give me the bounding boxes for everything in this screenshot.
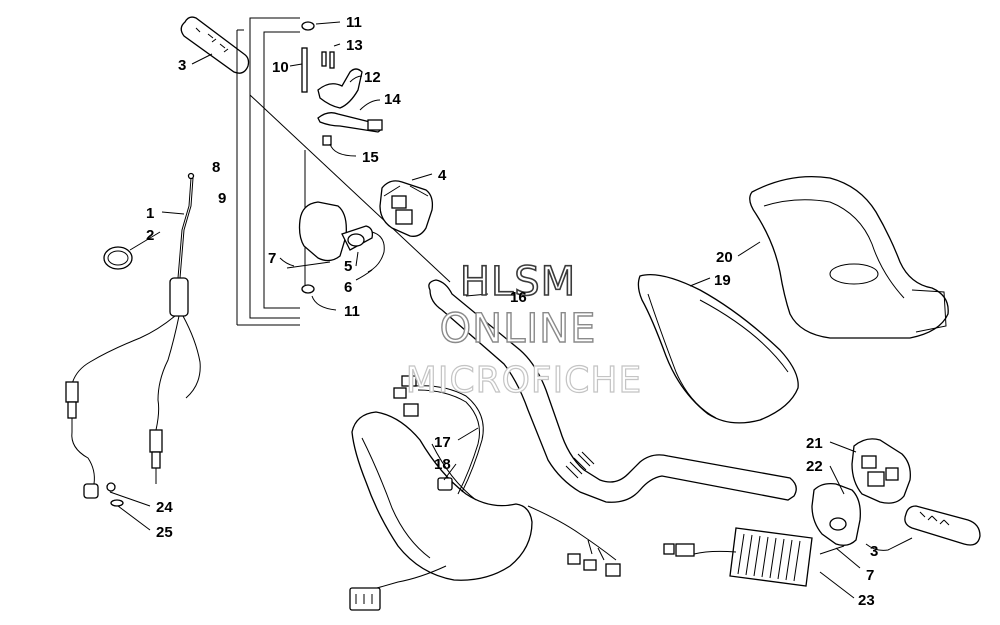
callout-9: 9: [218, 190, 226, 207]
hand-guard-outer: [749, 175, 949, 339]
callout-7-left: 7: [268, 250, 276, 267]
callout-11-top: 11: [346, 14, 362, 31]
leader-lines: [109, 21, 913, 599]
throttle-cable-harness: [65, 172, 201, 507]
callout-13: 13: [346, 37, 363, 54]
brake-lever-group: [301, 21, 383, 294]
callout-11-bottom: 11: [344, 303, 360, 320]
callout-7-right: 7: [866, 567, 874, 584]
wiring-harness: [349, 375, 621, 611]
watermark: HLSM ONLINE MICROFICHE: [405, 258, 642, 401]
handlebar: [428, 279, 797, 503]
callout-21: 21: [806, 435, 823, 452]
watermark-line-1: HLSM: [460, 259, 576, 305]
callout-5: 5: [344, 258, 352, 275]
callout-25: 25: [156, 524, 173, 541]
callout-8: 8: [212, 159, 220, 176]
callout-1: 1: [146, 205, 154, 222]
callout-22: 22: [806, 458, 823, 475]
callout-14: 14: [384, 91, 401, 108]
callout-3-right: 3: [870, 543, 878, 560]
callout-17: 17: [434, 434, 451, 451]
callout-labels: 3 11 13 10 12 14 15 8 9 4 1 2 7 5 6 11 1…: [146, 14, 878, 609]
bracket-8-9: [236, 17, 300, 326]
callout-10: 10: [272, 59, 289, 76]
heating-element: [663, 527, 813, 587]
callout-3-left: 3: [178, 57, 186, 74]
callout-12: 12: [364, 69, 381, 86]
callout-23: 23: [858, 592, 875, 609]
callout-4: 4: [438, 167, 447, 184]
throttle-housing-right: [811, 482, 861, 555]
hand-guard-inner: [637, 273, 799, 424]
watermark-line-3: MICROFICHE: [406, 360, 642, 401]
callout-15: 15: [362, 149, 379, 166]
right-grip: [904, 505, 981, 546]
callout-18: 18: [434, 456, 451, 473]
watermark-line-2: ONLINE: [440, 306, 597, 352]
callout-16: 16: [510, 289, 527, 306]
callout-24: 24: [156, 499, 173, 516]
switch-housing-upper: [379, 180, 434, 237]
left-grip: [180, 16, 250, 74]
switch-housing-right: [851, 438, 911, 504]
callout-6: 6: [344, 279, 352, 296]
callout-2: 2: [146, 227, 154, 244]
callout-19: 19: [714, 272, 731, 289]
callout-20: 20: [716, 249, 733, 266]
leader-diagonal: [249, 94, 451, 283]
throttle-housing: [286, 201, 385, 273]
hand-guard-left: [351, 411, 533, 581]
